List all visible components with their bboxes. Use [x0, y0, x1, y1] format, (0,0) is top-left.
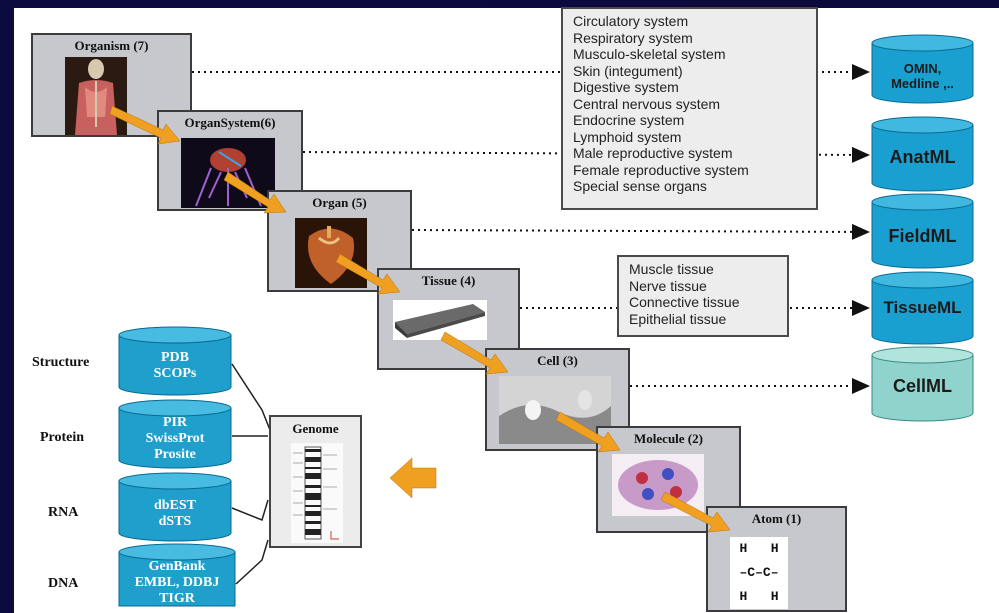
db-line-1: PIR: [162, 415, 188, 430]
tissue-item: Muscle tissue: [629, 261, 714, 277]
db-label-2: Medline ,..: [891, 76, 954, 91]
db-line-2: SCOPs: [153, 366, 197, 381]
db-label: TissueML: [883, 298, 962, 317]
db-line-1: GenBank: [148, 559, 206, 574]
organism-image: [65, 57, 127, 135]
organ-system-item: Endocrine system: [573, 112, 685, 128]
db-dna: GenBank EMBL, DDBJ TIGR: [117, 542, 237, 613]
level-title: Molecule (2): [634, 431, 703, 446]
db-line-1: dbEST: [153, 498, 197, 513]
db-line-3: Prosite: [154, 447, 196, 462]
organ-system-item: Female reproductive system: [573, 161, 749, 178]
organ-system-item: Special sense organs: [573, 178, 707, 194]
organ-system-item: Central nervous system: [573, 95, 721, 112]
bracket-dna: [235, 539, 269, 585]
level-title: Atom (1): [751, 511, 802, 526]
row-label-protein: Protein: [40, 430, 85, 445]
arrow-molecule-to-atom: [660, 491, 731, 533]
genome-title: Genome: [292, 421, 339, 436]
organ-system-item: Musculo-skeletal system: [573, 46, 726, 62]
formula-top: H H: [739, 541, 779, 556]
level-title: Organ (5): [312, 195, 367, 210]
genome-map-image: [291, 443, 343, 543]
bracket-rna: [231, 499, 269, 522]
row-label-rna: RNA: [48, 505, 79, 520]
db-line-2: EMBL, DDBJ: [134, 575, 220, 590]
db-line-3: TIGR: [159, 591, 195, 606]
formula-bottom: H H: [739, 589, 779, 604]
arrow-to-genome: [389, 457, 437, 499]
molecule-image: [612, 454, 704, 516]
bracket-structure: [231, 363, 271, 431]
organ-system-item: Male reproductive system: [573, 145, 733, 161]
db-fieldml: FieldML: [870, 192, 975, 270]
level-title: Tissue (4): [421, 273, 476, 288]
organ-system-item: Circulatory system: [573, 13, 689, 29]
level-atom: Atom (1) H H –C–C– H H: [706, 506, 847, 612]
organ-system-item: Respiratory system: [573, 29, 693, 46]
tissue-item: Epithelial tissue: [629, 310, 727, 327]
organ-image: [295, 218, 367, 288]
db-tissueml: TissueML: [870, 270, 975, 346]
db-protein: PIR SwissProt Prosite: [117, 398, 233, 470]
db-omin-medline: OMIN, Medline ,..: [870, 33, 975, 105]
row-label-structure: Structure: [32, 355, 90, 370]
db-line-2: SwissProt: [145, 431, 205, 446]
db-anatml: AnatML: [870, 115, 975, 193]
level-title: OrganSystem(6): [184, 115, 276, 130]
level-title: Cell (3): [537, 353, 578, 368]
db-label: AnatML: [889, 147, 956, 167]
ethane-formula: H H –C–C– H H: [730, 537, 788, 609]
arrow-tissue-to-cell: [440, 331, 509, 375]
dotted-link-organ: [411, 223, 870, 240]
db-line-2: dSTS: [158, 514, 192, 529]
db-rna: dbEST dSTS: [117, 471, 233, 543]
genome-box: Genome: [269, 415, 362, 548]
organ-system-item: Lymphoid system: [573, 128, 682, 145]
arrow-organism-to-organsystem: [109, 105, 181, 145]
db-label: CellML: [892, 376, 952, 396]
db-label: FieldML: [888, 226, 957, 246]
arrow-organ-to-tissue: [335, 253, 401, 295]
organ-system-item: Digestive system: [573, 79, 679, 95]
tissue-item: Connective tissue: [629, 294, 740, 310]
arrow-organsystem-to-organ: [223, 171, 287, 214]
row-label-dna: DNA: [48, 576, 79, 591]
arrow-cell-to-molecule: [555, 411, 621, 453]
tissue-item: Nerve tissue: [629, 277, 707, 294]
db-line-1: PDB: [161, 350, 189, 365]
formula-middle: –C–C–: [739, 565, 779, 580]
organ-system-item: Skin (integument): [573, 62, 683, 79]
level-title: Organism (7): [74, 38, 149, 53]
db-structure: PDB SCOPs: [117, 325, 233, 397]
db-cellml: CellML: [870, 345, 975, 423]
tissue-image: [393, 300, 487, 340]
db-label-1: OMIN,: [903, 61, 942, 76]
